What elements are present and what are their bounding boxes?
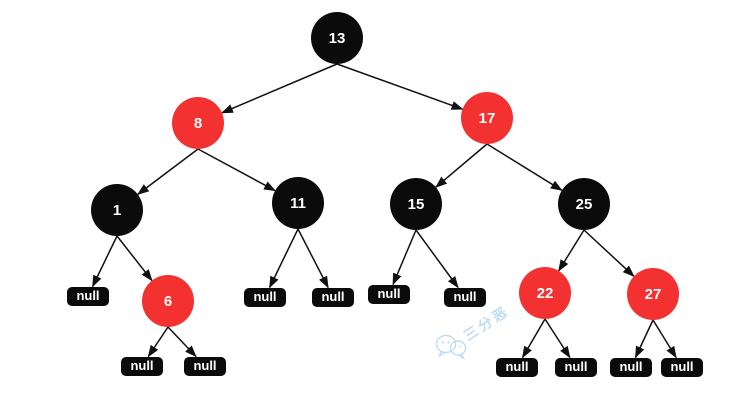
tree-edge-22-null-22L [521, 318, 546, 359]
tree-edge-15-null-15R [415, 229, 459, 289]
null-leaf: null [67, 286, 109, 306]
null-leaf: null [555, 357, 597, 377]
tree-edge-15-null-15L [392, 229, 417, 286]
tree-node-22: 22 [519, 267, 571, 319]
tree-edge-13-17 [336, 63, 464, 110]
null-leaf: null [184, 356, 226, 376]
tree-edge-1-6 [116, 235, 153, 282]
null-leaf: null [121, 356, 163, 376]
tree-edge-6-null-6L [147, 326, 169, 358]
tree-edge-27-null-27R [652, 319, 677, 359]
watermark-text: 三分恶 [460, 302, 513, 344]
tree-edge-17-15 [435, 143, 488, 188]
tree-node-15: 15 [390, 178, 442, 230]
tree-node-17: 17 [461, 92, 513, 144]
tree-node-13: 13 [311, 12, 363, 64]
tree-edge-1-null-1L [91, 235, 118, 288]
tree-edge-17-25 [486, 143, 563, 191]
tree-node-6: 6 [142, 275, 194, 327]
tree-edge-8-11 [197, 148, 277, 192]
wechat-bubbles-icon [435, 334, 467, 360]
tree-node-8: 8 [172, 97, 224, 149]
tree-edge-25-27 [583, 229, 635, 277]
tree-edge-27-null-27L [634, 319, 654, 359]
null-leaf: null [244, 287, 286, 307]
tree-node-11: 11 [272, 177, 324, 229]
null-leaf: null [368, 284, 410, 304]
tree-edge-6-null-6R [167, 326, 197, 358]
tree-edge-25-22 [558, 229, 585, 272]
tree-edge-11-null-11L [268, 228, 299, 289]
tree-node-25: 25 [558, 178, 610, 230]
null-leaf: null [312, 287, 354, 307]
tree-edge-11-null-11R [297, 228, 329, 289]
tree-edge-8-1 [136, 148, 199, 195]
null-leaf: null [661, 357, 703, 377]
tree-edge-13-8 [221, 63, 338, 114]
null-leaf: null [610, 357, 652, 377]
tree-node-27: 27 [627, 268, 679, 320]
tree-edge-22-null-22R [544, 318, 571, 359]
null-leaf: null [496, 357, 538, 377]
tree-node-1: 1 [91, 184, 143, 236]
null-leaf: null [444, 287, 486, 307]
